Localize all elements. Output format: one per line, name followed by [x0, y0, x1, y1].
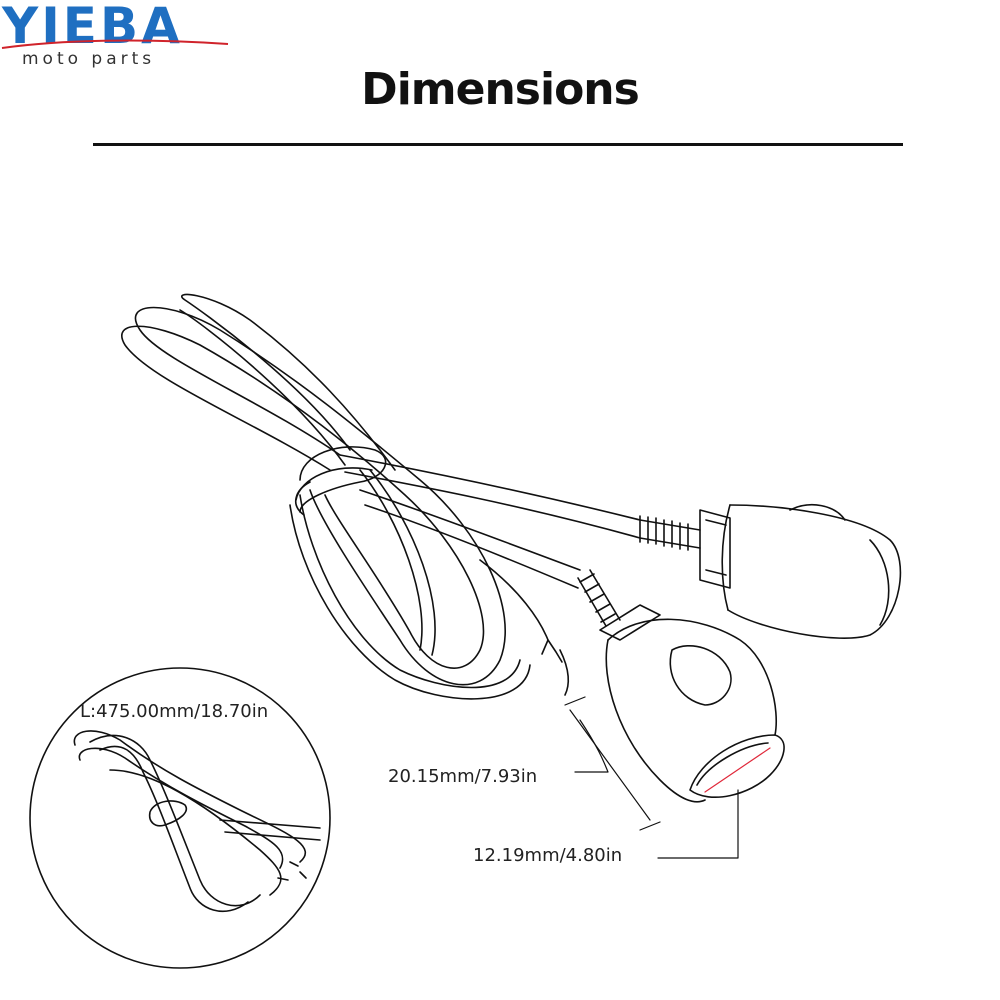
brand-swoosh-icon [1, 39, 229, 49]
cable-coil [121, 293, 641, 700]
brand-tagline: moto parts [22, 49, 156, 69]
cable-detail-inset [29, 667, 331, 969]
page-title: Dimensions [361, 64, 640, 115]
brand-wordmark: YIEBA [2, 0, 183, 55]
led-light-lower [577, 569, 785, 803]
led-light-upper [639, 504, 902, 639]
cable-tie [294, 446, 387, 516]
cable-length-label: L:475.00mm/18.70in [80, 701, 269, 722]
lens-diameter-label: 12.19mm/4.80in [473, 845, 623, 866]
dimension-lines [564, 696, 771, 859]
body-length-label: 20.15mm/7.93in [388, 766, 538, 787]
title-divider [93, 143, 903, 146]
brand-logo: YIEBA moto parts [0, 0, 230, 80]
